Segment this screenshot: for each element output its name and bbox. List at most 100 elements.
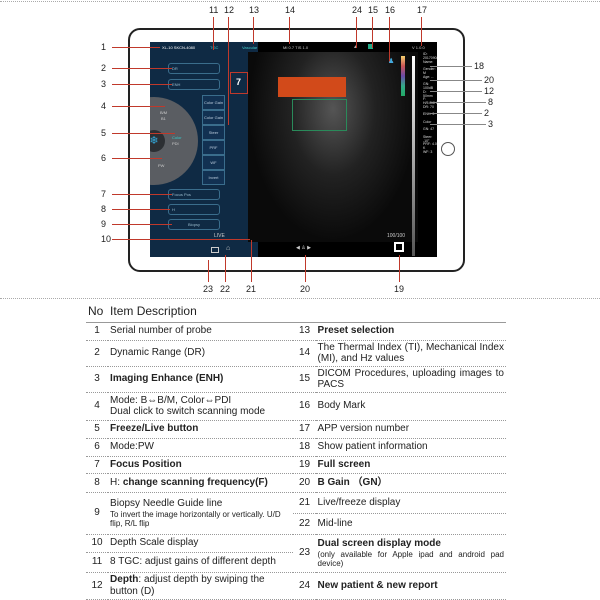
probe-serial: XL-10 SKCN-4080 bbox=[162, 45, 196, 50]
callout-number: 6 bbox=[101, 153, 107, 163]
mode-color[interactable]: Color bbox=[172, 135, 182, 140]
callout-line bbox=[112, 224, 172, 225]
b-gain-control[interactable]: ◀ ♙ ▶ bbox=[296, 245, 311, 251]
color-scale-bar bbox=[401, 56, 405, 96]
freeze-button[interactable]: ❄ bbox=[150, 130, 165, 152]
mode-bm[interactable]: B/M bbox=[160, 110, 168, 115]
callout-line bbox=[112, 209, 170, 210]
body-mark-icon[interactable]: ♟ bbox=[388, 58, 395, 65]
item-subtext: (only available for Apple ipad and andro… bbox=[317, 549, 504, 568]
item-text: B Gain （GN） bbox=[317, 476, 388, 488]
patient-info-line: GN: 47 bbox=[423, 127, 435, 131]
callout-number: 4 bbox=[101, 101, 107, 111]
callout-number: 10 bbox=[101, 234, 112, 244]
item-number: 3 bbox=[86, 366, 109, 393]
item-description: Show patient information bbox=[315, 438, 506, 457]
callout-number: 11 bbox=[209, 5, 219, 15]
item-text: change scanning frequency(F) bbox=[122, 476, 268, 488]
ultrasound-screen: XL-10 SKCN-4080 TGC DR ENH ❄ B/M B1 Colo… bbox=[150, 42, 437, 257]
callout-number: 23 bbox=[203, 284, 214, 294]
item-number: 22 bbox=[293, 513, 316, 535]
item-text: Depth bbox=[110, 574, 139, 585]
item-text: Mode:PW bbox=[110, 441, 154, 453]
item-description: Depth: adjust depth by swiping the butto… bbox=[108, 572, 294, 600]
callout-number: 8 bbox=[101, 204, 107, 214]
callout-number: 15 bbox=[368, 5, 379, 15]
item-text: Imaging Enhance (ENH) bbox=[110, 373, 224, 385]
wf-button[interactable]: WF bbox=[202, 155, 225, 170]
item-text: New patient & new report bbox=[317, 579, 438, 591]
item-text: The Thermal Index (TI), Mechanical Index… bbox=[317, 341, 504, 365]
color-flow-box bbox=[278, 77, 346, 97]
callout-line bbox=[112, 133, 175, 134]
preset-selector[interactable]: Vascular bbox=[242, 45, 258, 50]
mode-pdi[interactable]: PDI bbox=[172, 141, 179, 146]
home-button[interactable] bbox=[441, 142, 455, 156]
steer-button[interactable]: Steer bbox=[202, 125, 225, 140]
fullscreen-icon[interactable] bbox=[394, 242, 404, 252]
enh-field[interactable]: ENH bbox=[168, 79, 220, 90]
prf-button[interactable]: PRF bbox=[202, 140, 225, 155]
color-roi-box[interactable] bbox=[292, 99, 347, 131]
biopsy-button[interactable]: Biopsy bbox=[168, 219, 220, 230]
dual-screen-icon[interactable] bbox=[211, 247, 219, 253]
item-description: Mode:PW bbox=[108, 438, 294, 457]
new-patient-icon[interactable]: ▲ bbox=[353, 44, 358, 50]
focus-position-field[interactable]: Focus Pos bbox=[168, 189, 220, 200]
color-gain-button[interactable]: Color Gain bbox=[202, 95, 225, 110]
patient-info-line: Name: bbox=[423, 59, 434, 64]
callout-number: 21 bbox=[246, 284, 257, 294]
focus-box[interactable] bbox=[230, 72, 248, 94]
item-subtext: To invert the image horizontally or vert… bbox=[110, 509, 281, 528]
patient-info-line: WF: 3 bbox=[423, 149, 433, 154]
ti-mi-values: MI 0.7 TIS 1.0 bbox=[283, 45, 309, 50]
item-number: 6 bbox=[86, 438, 109, 457]
item-text: APP version number bbox=[317, 423, 410, 435]
callout-number: 24 bbox=[352, 5, 363, 15]
color-gain-button-2[interactable]: Color Gain bbox=[202, 110, 225, 125]
tgc-label[interactable]: TGC bbox=[210, 45, 219, 50]
live-status: LIVE bbox=[214, 233, 225, 239]
dicom-icon[interactable] bbox=[368, 44, 373, 49]
item-number: 10 bbox=[86, 534, 109, 553]
item-description: Dynamic Range (DR) bbox=[108, 340, 294, 367]
item-text: Focus Position bbox=[110, 458, 182, 470]
item-number: 11 bbox=[86, 552, 109, 573]
callout-line bbox=[430, 102, 486, 103]
invert-button[interactable]: Invert bbox=[202, 170, 225, 185]
callout-line bbox=[251, 240, 252, 282]
item-suffix: : adjust depth by swiping the button (D) bbox=[110, 574, 265, 597]
callout-number: 3 bbox=[101, 79, 107, 89]
app-version: V 1.0.0 bbox=[412, 45, 425, 50]
callout-number: 14 bbox=[285, 5, 296, 15]
item-text: Dynamic Range (DR) bbox=[110, 347, 206, 359]
mode-wheel[interactable]: ❄ B/M B1 Color PDI PW bbox=[150, 97, 198, 185]
item-description: 8 TGC: adjust gains of different depth bbox=[108, 552, 294, 573]
callout-number: 2 bbox=[484, 108, 490, 118]
gain-scale[interactable] bbox=[412, 56, 415, 256]
frequency-field[interactable]: H bbox=[168, 204, 220, 215]
callout-line bbox=[253, 17, 254, 44]
item-text: Depth Scale display bbox=[110, 537, 199, 549]
item-description: H: change scanning frequency(F) bbox=[108, 473, 294, 493]
mid-line-icon[interactable]: ⌂ bbox=[226, 245, 231, 252]
callout-number: 12 bbox=[224, 5, 235, 15]
callout-number: 13 bbox=[249, 5, 260, 15]
callout-line bbox=[389, 17, 390, 62]
patient-info-line: DR: 70 bbox=[423, 104, 434, 109]
patient-info-line: PRF: 4.0 K bbox=[423, 142, 437, 150]
item-description: DICOM Procedures, uploading images to PA… bbox=[315, 366, 506, 393]
item-text: Full screen bbox=[317, 458, 371, 470]
callout-number: 2 bbox=[101, 63, 107, 73]
item-description: Live/freeze display bbox=[315, 492, 506, 514]
callout-number: 18 bbox=[474, 61, 485, 71]
callout-number: 20 bbox=[300, 284, 311, 294]
dr-field[interactable]: DR bbox=[168, 63, 220, 74]
mode-pw[interactable]: PW bbox=[158, 163, 165, 168]
